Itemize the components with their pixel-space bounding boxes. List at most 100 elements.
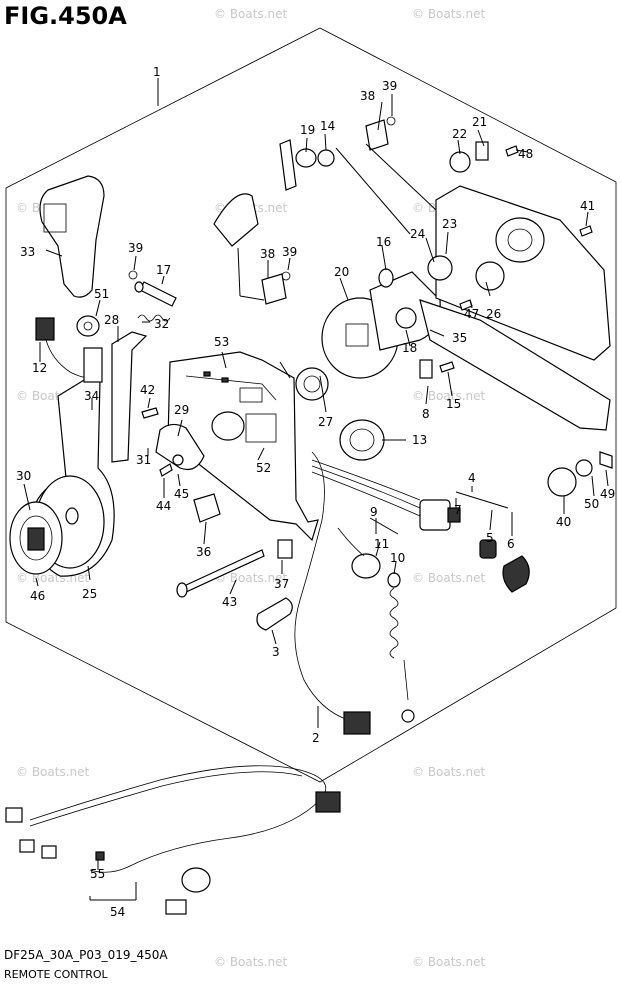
callout-23: 23	[442, 217, 457, 231]
wire	[311, 465, 421, 509]
body-slot	[203, 371, 211, 377]
callout-3: 3	[272, 645, 280, 659]
callout-40: 40	[556, 515, 571, 529]
callout-33: 33	[20, 245, 35, 259]
stud-block	[261, 273, 287, 305]
callout-50: 50	[584, 497, 599, 511]
body-bore	[211, 411, 245, 441]
callout-10: 10	[390, 551, 405, 565]
body-label	[239, 387, 263, 403]
callout-21: 21	[472, 115, 487, 129]
callout-7: 7	[454, 503, 462, 517]
callout-26: 26	[486, 307, 501, 321]
callout-29: 29	[174, 403, 189, 417]
watermark: © Boats.net	[412, 7, 486, 21]
washer	[575, 459, 593, 477]
ignition-key	[479, 539, 497, 559]
spring	[137, 314, 171, 322]
washer-small	[172, 454, 184, 466]
pin	[139, 281, 177, 307]
gear-plate	[475, 261, 505, 291]
upper-bracket	[213, 193, 259, 247]
cable-clip	[277, 539, 293, 559]
callout-45: 45	[174, 487, 189, 501]
washer	[76, 315, 100, 337]
callout-52: 52	[256, 461, 271, 475]
callout-39-middle: 39	[282, 245, 297, 259]
harness-connector	[343, 711, 371, 735]
gear-washer-hole	[303, 375, 321, 393]
watermark: © Boats.net	[16, 765, 90, 779]
neutral-switch	[419, 359, 433, 379]
callouts: 1 2 3 4 5 6 7 8 9 10 11 12 13 14 15 16 1…	[16, 65, 615, 919]
callout-39-upper: 39	[382, 79, 397, 93]
stud-block	[365, 119, 389, 151]
callout-41: 41	[580, 199, 595, 213]
harness-plug	[19, 839, 35, 853]
watermark: © Boats.net	[412, 389, 486, 403]
callout-36: 36	[196, 545, 211, 559]
callout-38-lower: 38	[260, 247, 275, 261]
switch-nut	[447, 507, 461, 523]
washer-hole	[83, 321, 93, 331]
grommet	[547, 467, 577, 497]
callout-5: 5	[486, 531, 494, 545]
callout-4: 4	[468, 471, 476, 485]
cover-boss-hole	[507, 228, 533, 252]
screw	[141, 407, 159, 419]
callout-47: 47	[464, 307, 479, 321]
harness-plug	[5, 807, 23, 823]
leader-lines	[23, 78, 609, 901]
stop-switch	[351, 553, 381, 579]
callout-1: 1	[153, 65, 161, 79]
arm-bolt-hole	[65, 507, 79, 525]
callout-18: 18	[402, 341, 417, 355]
watermark: © Boats.net	[214, 7, 288, 21]
watermark: © Boats.net	[412, 571, 486, 585]
callout-30: 30	[16, 469, 31, 483]
key-fob	[502, 555, 530, 593]
callout-8: 8	[422, 407, 430, 421]
harness-plug	[165, 899, 187, 915]
figure-title: FIG.450A	[4, 2, 127, 30]
callout-22: 22	[452, 127, 467, 141]
body-slot	[221, 377, 229, 383]
callout-31: 31	[136, 453, 151, 467]
callout-25: 25	[82, 587, 97, 601]
callout-17: 17	[156, 263, 171, 277]
clip	[386, 116, 396, 126]
throttle-stud	[378, 268, 394, 288]
wire	[311, 459, 421, 501]
figure-code: DF25A_30A_P03_019_450A	[4, 948, 168, 962]
lower-cover	[419, 299, 611, 431]
throttle-bushing	[395, 307, 417, 329]
callout-27: 27	[318, 415, 333, 429]
switch-housing	[83, 347, 103, 383]
callout-46: 46	[30, 589, 45, 603]
trim-switch	[35, 317, 55, 341]
handle-grip	[43, 203, 67, 233]
neutral-cam	[155, 423, 205, 471]
stop-clip	[387, 572, 401, 588]
hub-cover-inner	[19, 515, 53, 561]
lever-handle	[39, 175, 105, 298]
wire	[311, 471, 421, 517]
callout-11: 11	[374, 537, 389, 551]
cover-boss	[495, 217, 545, 263]
callout-39-left: 39	[128, 241, 143, 255]
assembly-boundary	[5, 27, 617, 783]
main-switch	[419, 499, 451, 531]
callout-34: 34	[84, 389, 99, 403]
callout-19: 19	[300, 123, 315, 137]
control-body	[167, 351, 319, 542]
harness-cable	[294, 451, 349, 721]
callout-13: 13	[412, 433, 427, 447]
callout-55: 55	[90, 867, 105, 881]
pin-head	[134, 281, 144, 293]
callout-43: 43	[222, 595, 237, 609]
callout-28: 28	[104, 313, 119, 327]
callout-2: 2	[312, 731, 320, 745]
bolt-head	[176, 582, 188, 598]
callout-12: 12	[32, 361, 47, 375]
screw	[439, 361, 455, 373]
